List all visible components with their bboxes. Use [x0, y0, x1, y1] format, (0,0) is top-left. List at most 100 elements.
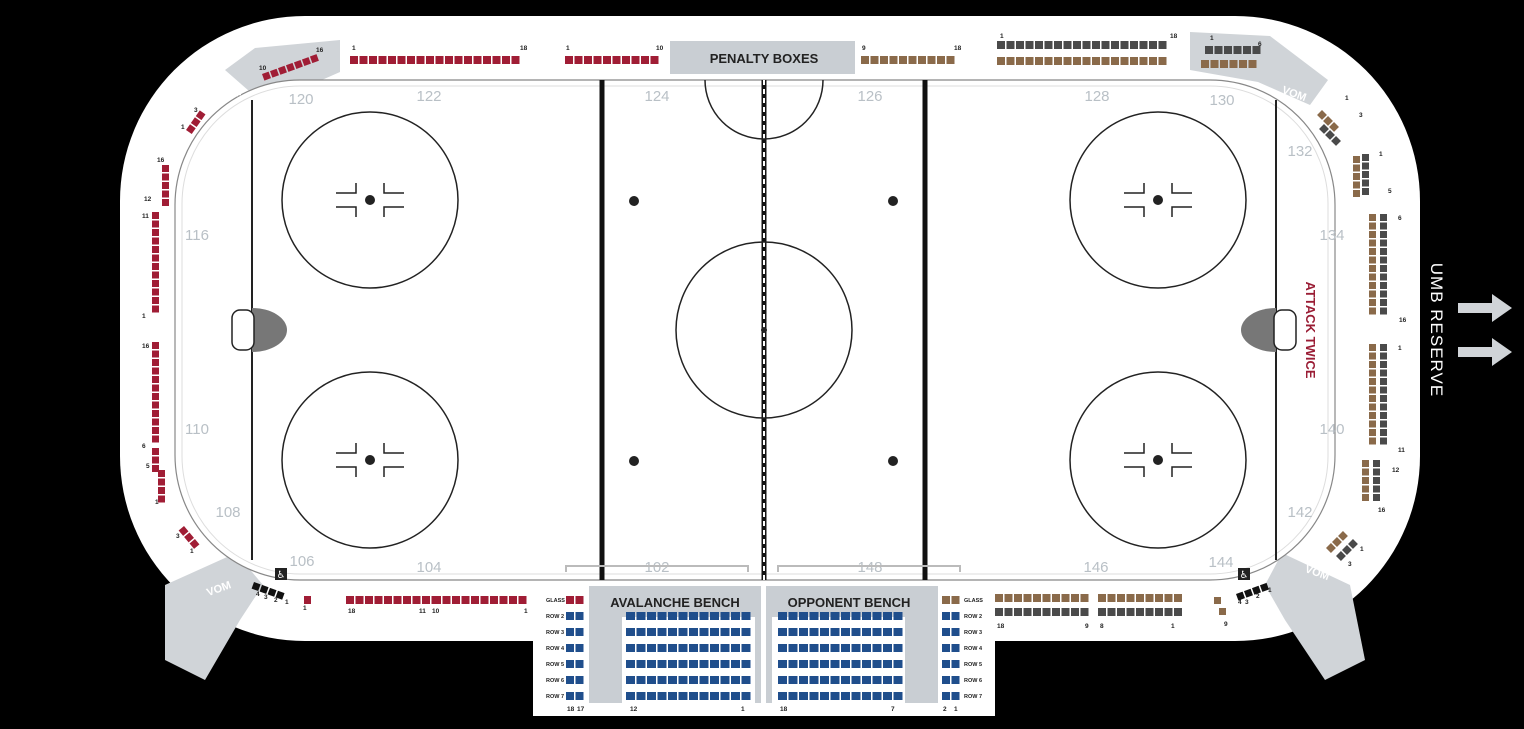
seat[interactable] [1236, 591, 1245, 601]
seat[interactable] [1362, 477, 1369, 484]
seat[interactable] [566, 692, 574, 700]
seat[interactable] [1369, 412, 1376, 419]
seat[interactable] [584, 56, 592, 64]
seats-section-118[interactable] [162, 165, 169, 206]
seat[interactable] [152, 456, 159, 464]
seat[interactable] [293, 59, 303, 69]
seat[interactable] [678, 644, 688, 652]
seat[interactable] [689, 676, 698, 684]
seat[interactable] [422, 596, 430, 604]
seat[interactable] [851, 676, 861, 684]
seat[interactable] [1023, 608, 1032, 616]
seat[interactable] [1259, 582, 1269, 592]
seat[interactable] [862, 644, 871, 652]
seats-opponent-row[interactable] [778, 660, 903, 668]
seat[interactable] [741, 644, 751, 652]
seat[interactable] [1071, 608, 1079, 616]
seats-opponent-row[interactable] [778, 644, 903, 652]
seat[interactable] [668, 660, 677, 668]
seat[interactable] [162, 199, 169, 206]
seat[interactable] [1210, 60, 1219, 68]
seat[interactable] [731, 628, 740, 636]
seat[interactable] [1224, 46, 1232, 54]
section-108[interactable]: 108 [215, 504, 240, 521]
seat[interactable] [636, 660, 646, 668]
seat[interactable] [872, 660, 882, 668]
seat[interactable] [566, 596, 574, 604]
seats-glass-left[interactable] [566, 596, 584, 604]
seats-avalanche-row[interactable] [626, 660, 751, 668]
seat[interactable] [799, 660, 808, 668]
seat[interactable] [1380, 369, 1387, 377]
seat[interactable] [883, 644, 892, 652]
seat[interactable] [862, 692, 871, 700]
seat[interactable] [433, 596, 441, 604]
seats-accessible-right[interactable] [1236, 582, 1269, 601]
seat[interactable] [741, 676, 751, 684]
seat[interactable] [883, 612, 892, 620]
seat[interactable] [788, 612, 798, 620]
seat[interactable] [741, 612, 751, 620]
seats-section-130[interactable] [1201, 60, 1257, 68]
seat[interactable] [1369, 420, 1376, 428]
seat[interactable] [473, 56, 482, 64]
seat[interactable] [384, 596, 392, 604]
seat[interactable] [841, 644, 850, 652]
seat[interactable] [1014, 608, 1022, 616]
seat[interactable] [851, 612, 861, 620]
seat[interactable] [1111, 41, 1119, 49]
seat[interactable] [799, 612, 808, 620]
seat[interactable] [162, 190, 169, 198]
seat[interactable] [407, 56, 415, 64]
seat[interactable] [1319, 123, 1329, 134]
seat[interactable] [152, 435, 159, 443]
seat[interactable] [799, 676, 808, 684]
seat[interactable] [1348, 539, 1358, 549]
seat[interactable] [518, 596, 527, 604]
seat[interactable] [1369, 231, 1376, 238]
seat[interactable] [862, 660, 871, 668]
seat[interactable] [788, 692, 798, 700]
seats-section-130-top[interactable] [1205, 46, 1261, 54]
seat[interactable] [889, 56, 898, 64]
seats-bench-left-edge[interactable] [566, 660, 584, 668]
seat[interactable] [397, 56, 406, 64]
seat[interactable] [1369, 429, 1376, 436]
seat[interactable] [1006, 41, 1015, 49]
seat[interactable] [259, 584, 269, 594]
seat[interactable] [1380, 290, 1387, 298]
seat[interactable] [699, 612, 709, 620]
seat[interactable] [152, 246, 159, 253]
seat[interactable] [190, 117, 201, 128]
seat[interactable] [710, 644, 719, 652]
seat[interactable] [1073, 41, 1081, 49]
seat[interactable] [575, 596, 584, 604]
seat[interactable] [741, 692, 751, 700]
seat[interactable] [1380, 420, 1387, 428]
seat[interactable] [951, 676, 960, 684]
seats-section-146-b[interactable] [1098, 608, 1182, 616]
vom-ramp-bottom-left[interactable] [165, 553, 263, 680]
seat[interactable] [285, 62, 295, 72]
seat[interactable] [820, 676, 829, 684]
seat[interactable] [152, 376, 159, 383]
seat[interactable] [378, 56, 387, 64]
seat[interactable] [186, 124, 196, 135]
seats-section-108[interactable] [178, 525, 200, 549]
seat[interactable] [1243, 588, 1253, 598]
seat[interactable] [809, 660, 819, 668]
section-104[interactable]: 104 [416, 559, 441, 576]
seat[interactable] [1155, 594, 1163, 602]
seat[interactable] [575, 692, 584, 700]
seats-section-122[interactable] [350, 56, 520, 64]
seat[interactable] [809, 612, 819, 620]
seat[interactable] [778, 644, 787, 652]
seat[interactable] [152, 254, 159, 262]
seat[interactable] [301, 57, 311, 67]
seat[interactable] [893, 612, 903, 620]
seat[interactable] [851, 628, 861, 636]
seat[interactable] [1139, 41, 1148, 49]
seat[interactable] [626, 644, 635, 652]
seat[interactable] [1139, 57, 1148, 65]
seat[interactable] [788, 628, 798, 636]
